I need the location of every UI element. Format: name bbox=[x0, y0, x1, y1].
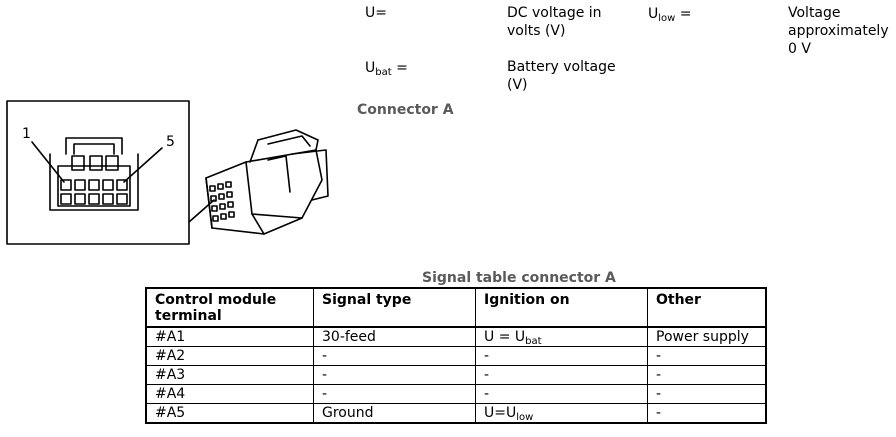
connector-illustration: 1 5 bbox=[6, 100, 329, 245]
definition-text-u: DC voltage in volts (V) bbox=[507, 5, 602, 39]
definition-text-ubat: Battery voltage (V) bbox=[507, 59, 616, 93]
cell-signal: 30-feed bbox=[313, 326, 476, 347]
cell-signal: Ground bbox=[313, 403, 476, 424]
cell-other: Power supply bbox=[647, 326, 767, 347]
definition-text-ulow: Voltage approximately 0 V bbox=[788, 5, 889, 57]
cell-other: - bbox=[647, 346, 767, 366]
signal-table: Control module terminal Signal type Igni… bbox=[145, 287, 767, 424]
cell-signal: - bbox=[313, 365, 476, 385]
table-row: #A2 - - - bbox=[145, 346, 767, 366]
cell-ignition: U = Ubat bbox=[475, 326, 648, 347]
header-terminal: Control module terminal bbox=[145, 287, 314, 328]
cell-signal: - bbox=[313, 346, 476, 366]
cell-terminal: #A5 bbox=[145, 403, 314, 424]
connector-heading: Connector A bbox=[357, 102, 454, 118]
cell-terminal: #A2 bbox=[145, 346, 314, 366]
cell-ignition: - bbox=[475, 365, 648, 385]
table-row: #A4 - - - bbox=[145, 384, 767, 404]
header-ignition-on: Ignition on bbox=[475, 287, 648, 328]
table-header-row: Control module terminal Signal type Igni… bbox=[145, 287, 767, 328]
cell-ignition: U=Ulow bbox=[475, 403, 648, 424]
cell-ignition: - bbox=[475, 346, 648, 366]
definition-term-u: U= bbox=[365, 5, 387, 21]
cell-ignition: - bbox=[475, 384, 648, 404]
cell-terminal: #A4 bbox=[145, 384, 314, 404]
cell-other: - bbox=[647, 365, 767, 385]
cell-signal: - bbox=[313, 384, 476, 404]
cell-terminal: #A3 bbox=[145, 365, 314, 385]
table-row: #A5 Ground U=Ulow - bbox=[145, 403, 767, 424]
connector-figure: 1 5 bbox=[6, 100, 336, 250]
cell-other: - bbox=[647, 403, 767, 424]
pin-label-1: 1 bbox=[22, 126, 31, 142]
definition-term-ulow: Ulow = bbox=[648, 6, 692, 24]
table-row: #A1 30-feed U = Ubat Power supply bbox=[145, 326, 767, 347]
callout-frame bbox=[6, 100, 190, 245]
cell-other: - bbox=[647, 384, 767, 404]
definition-term-ubat: Ubat = bbox=[365, 60, 408, 78]
pin-label-5: 5 bbox=[166, 134, 175, 150]
table-caption: Signal table connector A bbox=[422, 270, 616, 286]
table-row: #A3 - - - bbox=[145, 365, 767, 385]
header-signal-type: Signal type bbox=[313, 287, 476, 328]
header-other: Other bbox=[647, 287, 767, 328]
cell-terminal: #A1 bbox=[145, 326, 314, 347]
